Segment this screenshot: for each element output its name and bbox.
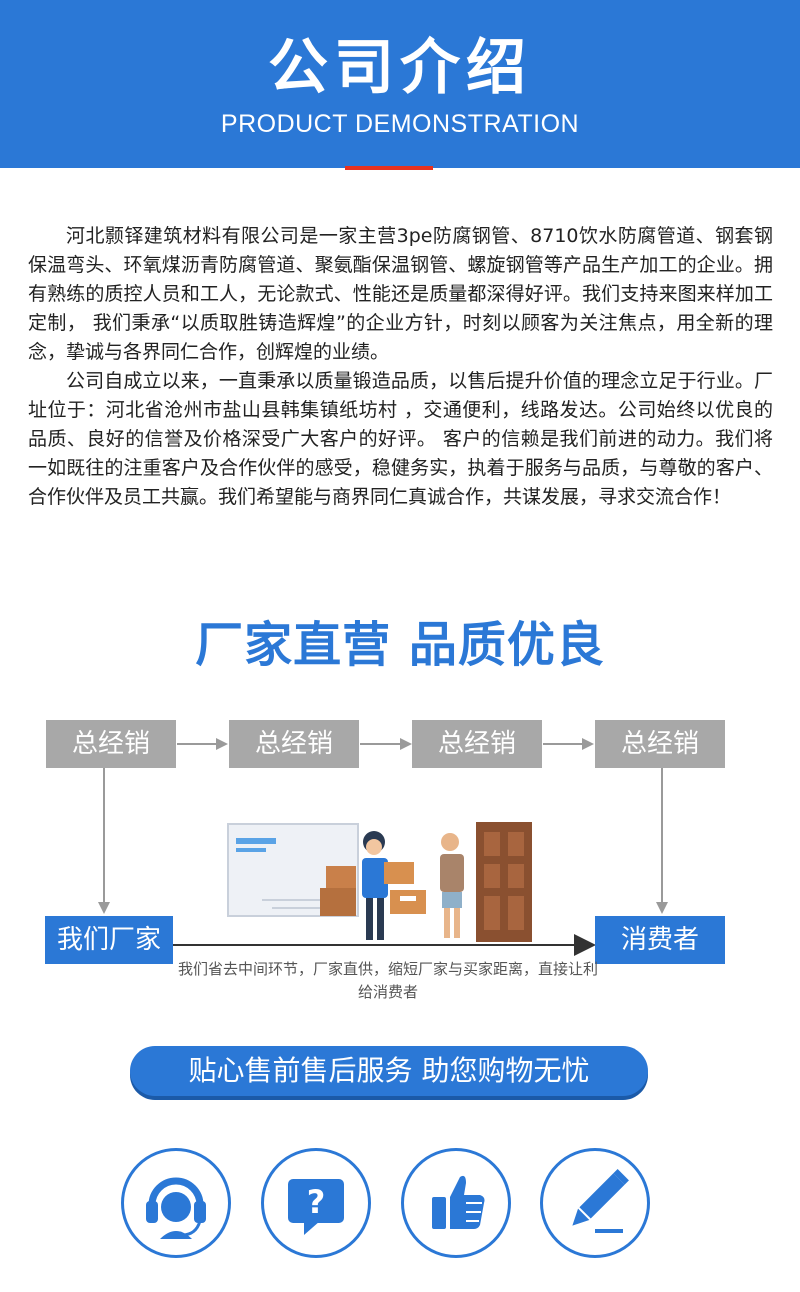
delivery-illustration [227,822,532,942]
service-banner: 贴心售前售后服务 助您购物无忧 [130,1046,648,1096]
header-banner: 公司介绍 PRODUCT DEMONSTRATION [0,0,800,168]
intro-paragraph-2: 公司自成立以来，一直秉承以质量锻造品质，以售后提升价值的理念立足于行业。厂址位于… [28,370,773,508]
customer-body [440,854,464,892]
svg-text:?: ? [307,1183,326,1221]
headset-icon [121,1148,231,1258]
distributor-box-3: 总经销 [412,720,542,768]
factory-box: 我们厂家 [45,916,173,964]
flow-note: 我们省去中间环节，厂家直供，缩短厂家与买家距离，直接让利给消费者 [178,960,599,1001]
thumbs-up-icon [401,1148,511,1258]
courier-body [362,858,388,898]
pencil-icon [540,1148,650,1258]
flow-connectors [98,738,668,956]
distributor-box-1: 总经销 [46,720,176,768]
consumer-box: 消费者 [595,916,725,964]
question-icon: ? [261,1148,371,1258]
page-title: 公司介绍 [268,33,532,103]
customer-head [441,833,459,851]
header-accent-bar [345,166,433,170]
distributor-box-4: 总经销 [595,720,725,768]
distributor-box-2: 总经销 [229,720,359,768]
carried-box [384,862,414,884]
intro-paragraph-1: 河北颢铎建筑材料有限公司是一家主营3pe防腐钢管、8710饮水防腐管道、钢套钢保… [28,225,773,363]
page-subtitle: PRODUCT DEMONSTRATION [220,110,580,138]
slogan-heading: 厂家直营 品质优良 [195,617,605,673]
company-intro: 河北颢铎建筑材料有限公司是一家主营3pe防腐钢管、8710饮水防腐管道、钢套钢保… [28,222,773,512]
